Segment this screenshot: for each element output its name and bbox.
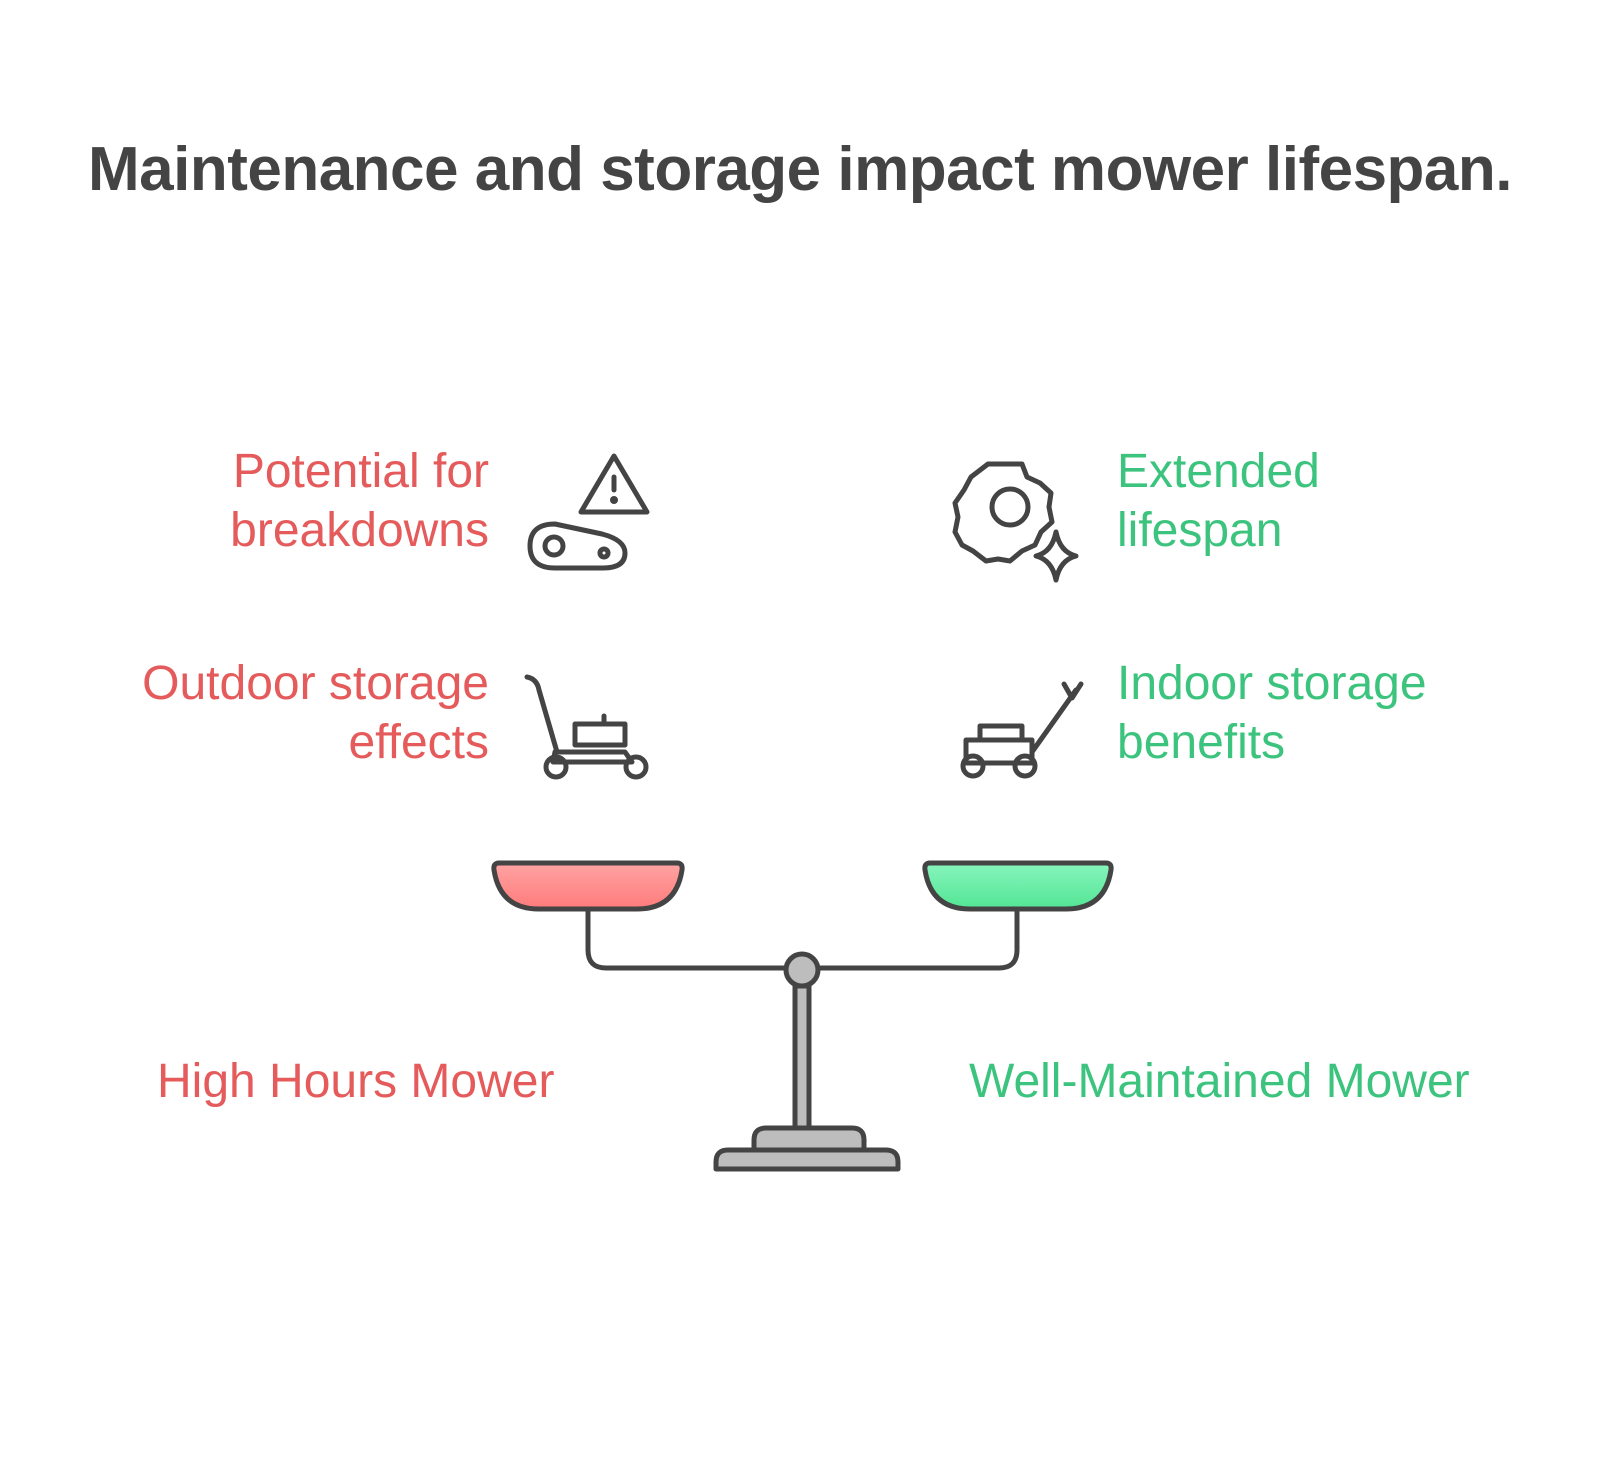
- scale-base-top: [751, 1125, 867, 1153]
- scale-post: [792, 983, 812, 1135]
- balance-scale: [491, 860, 1114, 1172]
- push-mower-icon: [524, 674, 649, 780]
- scale-pivot: [783, 951, 821, 989]
- left-beam-arm: [585, 905, 800, 971]
- gear-sparkle-icon: [952, 461, 1079, 583]
- label-indoor-storage: Indoor storage benefits: [1117, 657, 1427, 769]
- label-extended-lifespan: Extended lifespan: [1117, 445, 1320, 557]
- warning-belt-icon: [527, 453, 650, 571]
- right-pan: [922, 860, 1114, 912]
- label-outdoor-storage: Outdoor storage effects: [142, 657, 489, 769]
- label-well-maintained-mower: Well-Maintained Mower: [969, 1055, 1470, 1108]
- right-beam-arm: [802, 905, 1020, 971]
- lawn-mower-icon: [960, 681, 1084, 779]
- page-title: Maintenance and storage impact mower lif…: [87, 135, 1513, 204]
- label-high-hours-mower: High Hours Mower: [157, 1055, 555, 1108]
- scale-base-bottom: [713, 1147, 901, 1172]
- label-potential-breakdowns: Potential for breakdowns: [230, 445, 489, 557]
- left-pan: [491, 860, 685, 912]
